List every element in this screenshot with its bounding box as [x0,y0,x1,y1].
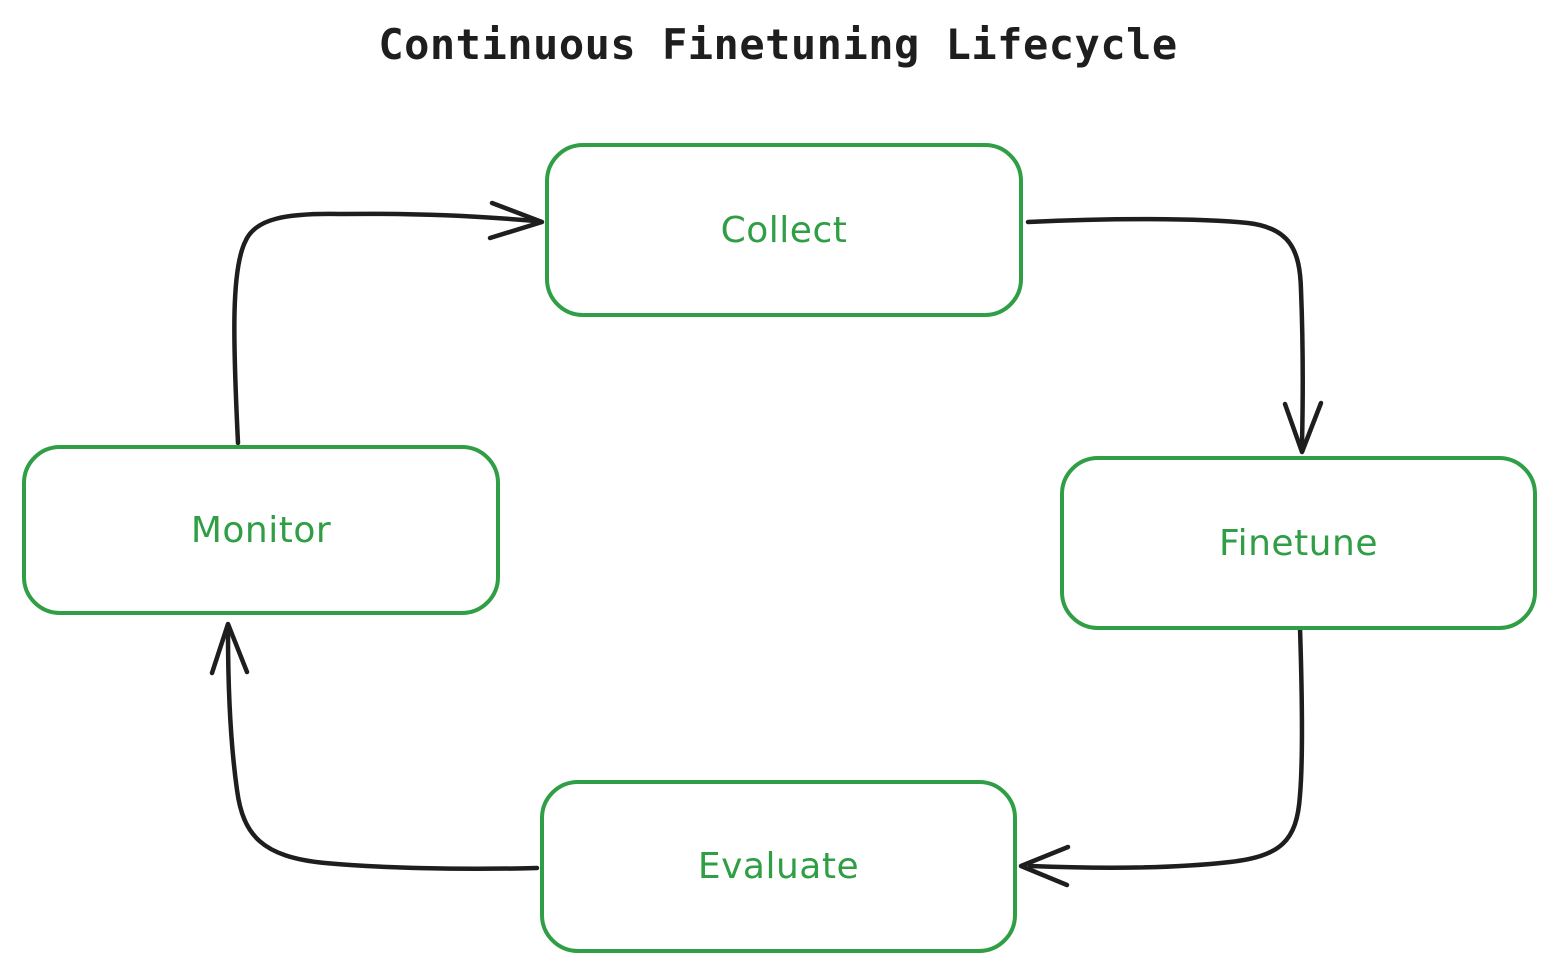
node-monitor: Monitor [22,445,500,615]
arrow-evaluate-to-monitor [209,621,540,872]
diagram-title: Continuous Finetuning Lifecycle [378,20,1178,69]
node-evaluate: Evaluate [540,780,1017,953]
arrow-monitor-to-collect [232,200,545,446]
node-finetune-label: Finetune [1219,522,1378,564]
node-collect: Collect [545,143,1023,317]
arrow-collect-to-finetune [1025,216,1324,455]
node-finetune: Finetune [1060,456,1537,630]
node-collect-label: Collect [720,209,848,251]
node-monitor-label: Monitor [190,509,332,551]
arrow-finetune-to-evaluate [1018,625,1305,888]
node-evaluate-label: Evaluate [697,846,860,887]
